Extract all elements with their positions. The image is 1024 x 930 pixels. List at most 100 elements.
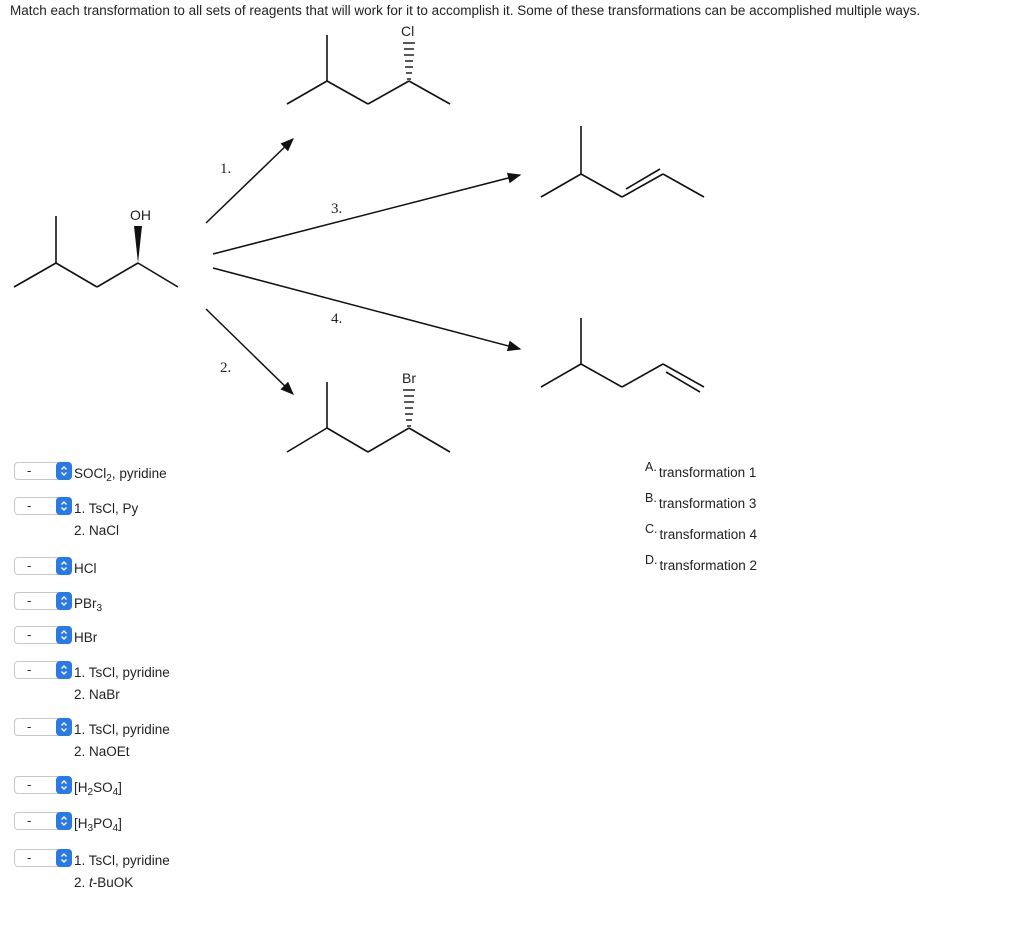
transformation-select[interactable]: - xyxy=(14,776,72,794)
transformation-select[interactable]: - xyxy=(14,462,72,480)
select-value: - xyxy=(27,498,32,513)
starting-alcohol xyxy=(13,216,179,288)
option-a: A.transformation 1 xyxy=(645,460,757,480)
reagent-line: 2. t-BuOK xyxy=(74,872,170,894)
transformation-select[interactable]: - xyxy=(14,661,72,679)
step-label-2: 2. xyxy=(220,360,231,376)
reagent-set: HBr xyxy=(74,627,97,649)
reagent-text: PBr xyxy=(74,596,97,611)
reagent-set: 1. TsCl, pyridine 2. t-BuOK xyxy=(74,850,170,894)
reagent-text: , pyridine xyxy=(111,466,167,481)
arrow-transformation-1 xyxy=(205,138,294,224)
select-value: - xyxy=(27,463,32,478)
reagent-line: HCl xyxy=(74,558,97,580)
reagent-set: [H2SO4] xyxy=(74,777,122,799)
step-label-1: 1. xyxy=(220,161,231,177)
internal-alkene-product xyxy=(540,126,705,198)
option-text: transformation 1 xyxy=(658,465,757,480)
chlorine-label: Cl xyxy=(401,23,414,39)
reagent-text: ] xyxy=(118,816,122,831)
select-value: - xyxy=(27,813,32,828)
step-label-4: 4. xyxy=(331,311,342,327)
reagent-text: t xyxy=(89,875,93,890)
bromide-product xyxy=(286,382,451,453)
select-value: - xyxy=(27,627,32,642)
transformation-select[interactable]: - xyxy=(14,849,72,867)
wedge-bond xyxy=(134,226,142,263)
option-d: D.transformation 2 xyxy=(645,553,758,573)
reagent-text: 2. NaCl xyxy=(74,523,120,538)
reagent-set: [H3PO4] xyxy=(74,813,122,835)
select-value: - xyxy=(27,719,32,734)
reagent-line: 1. TsCl, pyridine xyxy=(74,662,170,684)
reagent-text: 1. TsCl, pyridine xyxy=(74,665,170,680)
select-arrows-icon[interactable] xyxy=(56,462,72,480)
transformation-select[interactable]: - xyxy=(14,592,72,610)
reagent-line: 2. NaBr xyxy=(74,684,170,706)
reaction-diagram: OH Cl Br xyxy=(13,23,705,453)
reagent-line: HBr xyxy=(74,627,97,649)
reagent-text: 2. NaOEt xyxy=(74,744,130,759)
reagent-line: PBr3 xyxy=(74,593,102,615)
transformation-select[interactable]: - xyxy=(14,497,72,515)
reagent-text: 1. TsCl, pyridine xyxy=(74,853,170,868)
option-text: transformation 3 xyxy=(658,496,757,511)
option-text: transformation 4 xyxy=(659,527,758,542)
option-letter: B. xyxy=(645,491,657,505)
option-letter: D. xyxy=(645,553,658,567)
arrow-transformation-2 xyxy=(205,308,294,395)
reagent-text: PO xyxy=(93,816,113,831)
reagent-set: 1. TsCl, pyridine 2. NaOEt xyxy=(74,719,170,763)
select-arrows-icon[interactable] xyxy=(56,592,72,610)
subscript: 3 xyxy=(96,603,103,614)
select-arrows-icon[interactable] xyxy=(56,661,72,679)
select-arrows-icon[interactable] xyxy=(56,812,72,830)
reagent-text: SO xyxy=(93,780,113,795)
terminal-alkene-product xyxy=(540,318,705,393)
select-value: - xyxy=(27,558,32,573)
chloride-product xyxy=(286,35,451,105)
option-c: C.transformation 4 xyxy=(645,522,758,542)
reagent-set: 1. TsCl, Py 2. NaCl xyxy=(74,498,138,542)
reagent-line: 1. TsCl, Py xyxy=(74,498,138,520)
hash-bond-br xyxy=(403,389,415,427)
select-arrows-icon[interactable] xyxy=(56,557,72,575)
select-value: - xyxy=(27,777,32,792)
reagent-set: SOCl2, pyridine xyxy=(74,463,167,485)
reagent-set: PBr3 xyxy=(74,593,102,615)
reagent-text: HBr xyxy=(74,630,98,645)
transformation-select[interactable]: - xyxy=(14,812,72,830)
select-value: - xyxy=(27,662,32,677)
instruction-text: Match each transformation to all sets of… xyxy=(10,3,921,18)
reagent-set: 1. TsCl, pyridine 2. NaBr xyxy=(74,662,170,706)
select-value: - xyxy=(27,593,32,608)
transformation-select[interactable]: - xyxy=(14,718,72,736)
option-b: B.transformation 3 xyxy=(645,491,757,511)
option-letter: A. xyxy=(645,460,657,474)
arrow-transformation-3 xyxy=(212,172,522,255)
option-letter: C. xyxy=(645,522,658,536)
select-arrows-icon[interactable] xyxy=(56,849,72,867)
hash-bond-cl xyxy=(403,42,415,80)
reagent-text: 2. NaBr xyxy=(74,687,120,702)
reagent-line: SOCl2, pyridine xyxy=(74,463,167,485)
select-arrows-icon[interactable] xyxy=(56,626,72,644)
option-text: transformation 2 xyxy=(659,558,758,573)
select-value: - xyxy=(27,850,32,865)
reagent-text: -BuOK xyxy=(92,875,134,890)
reagent-text: ] xyxy=(118,780,122,795)
reagent-text: 1. TsCl, pyridine xyxy=(74,722,170,737)
reagent-text: 1. TsCl, Py xyxy=(74,501,139,516)
step-label-3: 3. xyxy=(331,201,342,217)
reagent-line: [H2SO4] xyxy=(74,777,122,799)
reagent-line: [H3PO4] xyxy=(74,813,122,835)
reagent-text: HCl xyxy=(74,561,97,576)
select-arrows-icon[interactable] xyxy=(56,497,72,515)
transformation-select[interactable]: - xyxy=(14,626,72,644)
transformation-select[interactable]: - xyxy=(14,557,72,575)
subscript: 2 xyxy=(106,473,112,484)
reagent-text: 2. xyxy=(74,875,90,890)
select-arrows-icon[interactable] xyxy=(56,718,72,736)
select-arrows-icon[interactable] xyxy=(56,776,72,794)
subscript: 4 xyxy=(112,823,119,834)
